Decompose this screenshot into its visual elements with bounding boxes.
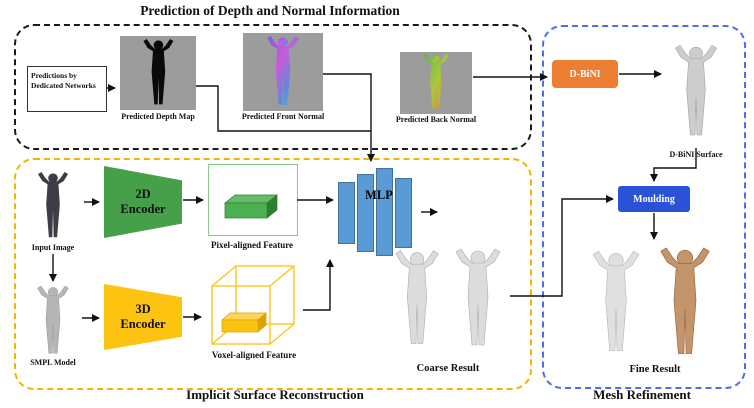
- dbini-surface-label: D-BiNI Surface: [669, 150, 723, 159]
- predicted-depth-map-label: Predicted Depth Map: [121, 112, 195, 121]
- mlp-block: MLP: [338, 166, 420, 256]
- pixel-feature-cuboid: [224, 194, 278, 219]
- smpl-model-figure: [26, 285, 80, 356]
- input-image: [24, 172, 82, 240]
- smpl-model-label: SMPL Model: [30, 358, 76, 367]
- predicted-back-normal-label: Predicted Back Normal: [395, 115, 477, 124]
- moulding-box: Moulding: [618, 186, 690, 212]
- predicted-back-normal-image: [400, 52, 472, 114]
- predicted-front-normal-label: Predicted Front Normal: [241, 112, 325, 121]
- refinement-section-title: Mesh Refinement: [593, 387, 691, 402]
- dbini-box: D-BiNI: [552, 60, 618, 88]
- dbini-surface-figure: [668, 36, 724, 148]
- mlp-layer-bar: [357, 174, 374, 252]
- voxel-aligned-feature-box: [206, 262, 302, 348]
- encoder-2d: 2D Encoder: [104, 166, 182, 238]
- prediction-section-title: Prediction of Depth and Normal Informati…: [140, 3, 400, 18]
- input-image-label: Input Image: [31, 243, 75, 252]
- mlp-layer-bar: [395, 178, 412, 248]
- pixel-aligned-feature-label: Pixel-aligned Feature: [210, 240, 294, 250]
- dedicated-networks-note: Predictions by Dedicated Networks: [27, 66, 107, 112]
- predicted-depth-map-image: [120, 36, 196, 110]
- coarse-result-label: Coarse Result: [416, 363, 480, 374]
- implicit-section-title: Implicit Surface Reconstruction: [186, 387, 364, 402]
- fine-result-figure-left: [585, 244, 647, 362]
- coarse-result-figure-right: [448, 238, 508, 360]
- mlp-label: MLP: [365, 188, 393, 202]
- front-normal-silhouette: [267, 36, 299, 106]
- coarse-result-figure-left: [388, 238, 446, 360]
- encoder-3d-label: 3D Encoder: [120, 302, 166, 331]
- fine-result-figure-right: [652, 244, 718, 362]
- depth-silhouette: [143, 38, 173, 105]
- back-normal-silhouette: [423, 54, 449, 110]
- voxel-feature-cube: [211, 265, 295, 345]
- encoder-2d-label: 2D Encoder: [120, 187, 166, 216]
- voxel-aligned-feature-label: Voxel-aligned Feature: [211, 350, 297, 360]
- prediction-section-box: [14, 24, 532, 150]
- mlp-layer-bar: [338, 182, 355, 244]
- pixel-aligned-feature-box: [208, 164, 298, 236]
- mlp-layer-bar: [376, 168, 393, 256]
- fine-result-label: Fine Result: [629, 364, 681, 375]
- predicted-front-normal-image: [243, 33, 323, 111]
